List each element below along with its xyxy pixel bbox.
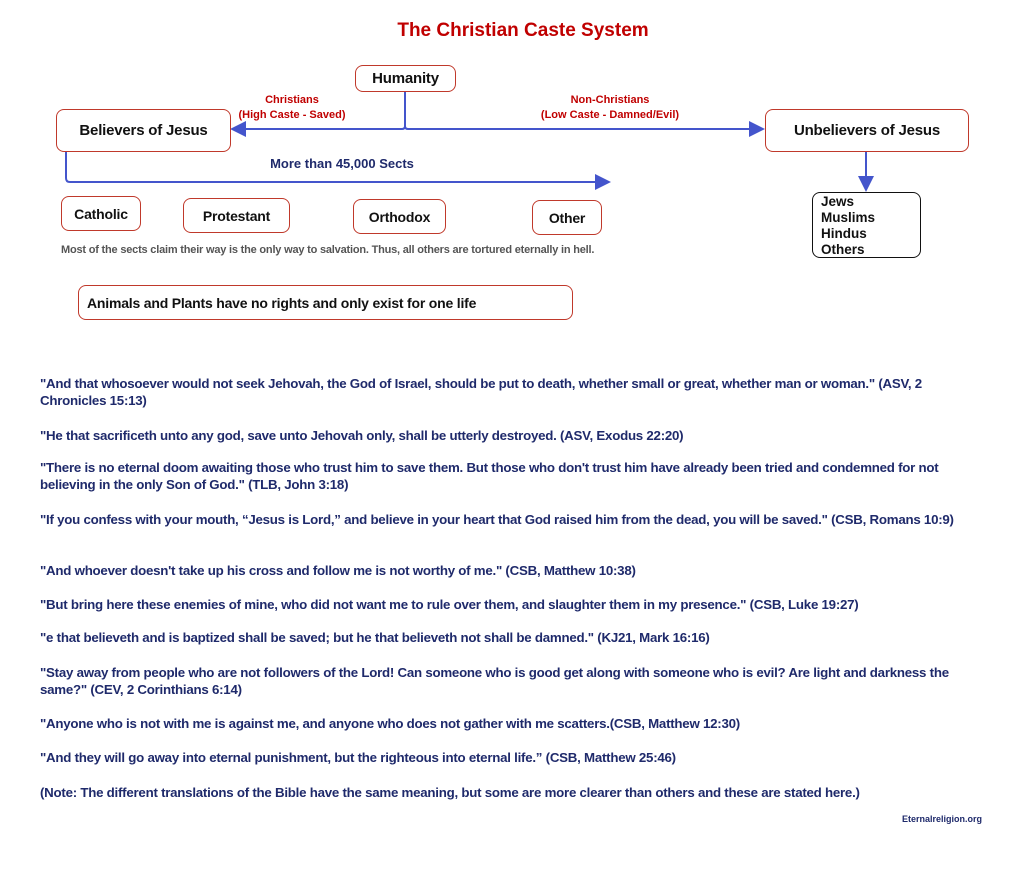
quote-8: "Stay away from people who are not follo… [40,665,949,697]
sect-catholic: Catholic [61,196,141,231]
quote-4: "If you confess with your mouth, “Jesus … [40,512,954,527]
sect-orthodox: Orthodox [353,199,446,234]
arrow-to-unbelievers [404,121,765,137]
quote-10: "And they will go away into eternal puni… [40,750,676,765]
site-credit: Eternalreligion.org [901,814,982,824]
unbeliever-groups-box: Jews Muslims Hindus Others [812,192,921,258]
non-christians-label-line2: (Low Caste - Damned/Evil) [540,109,680,121]
group-jews: Jews [821,194,855,209]
arrow-sects [65,151,611,190]
quote-1: "And that whosoever would not seek Jehov… [40,376,922,408]
christians-label: Christians (High Caste - Saved) [222,93,362,123]
quote-6: "But bring here these enemies of mine, w… [40,597,859,612]
node-unbelievers: Unbelievers of Jesus [765,109,969,152]
page-title: The Christian Caste System [397,20,649,41]
animals-note: Animals and Plants have no rights and on… [78,285,573,320]
quote-5: "And whoever doesn't take up his cross a… [40,563,636,578]
christians-label-line2: (High Caste - Saved) [238,109,346,121]
group-others: Others [821,242,865,257]
group-hindus: Hindus [821,226,867,241]
group-muslims: Muslims [821,210,876,225]
quote-9: "Anyone who is not with me is against me… [40,716,740,731]
node-believers: Believers of Jesus [56,109,231,152]
sects-label: More than 45,000 Sects [270,156,414,171]
sect-other: Other [532,200,602,235]
non-christians-label: Non-Christians (Low Caste - Damned/Evil) [520,93,700,123]
quote-2: "He that sacrificeth unto any god, save … [40,428,684,443]
christians-label-line1: Christians [265,94,319,106]
sect-protestant: Protestant [183,198,290,233]
sects-note: Most of the sects claim their way is the… [61,244,595,256]
non-christians-label-line1: Non-Christians [570,94,650,106]
quote-3: "There is no eternal doom awaiting those… [40,460,939,492]
quote-7: "e that believeth and is baptized shall … [40,630,710,645]
translation-note: (Note: The different translations of the… [40,785,860,800]
node-humanity: Humanity [355,65,456,92]
